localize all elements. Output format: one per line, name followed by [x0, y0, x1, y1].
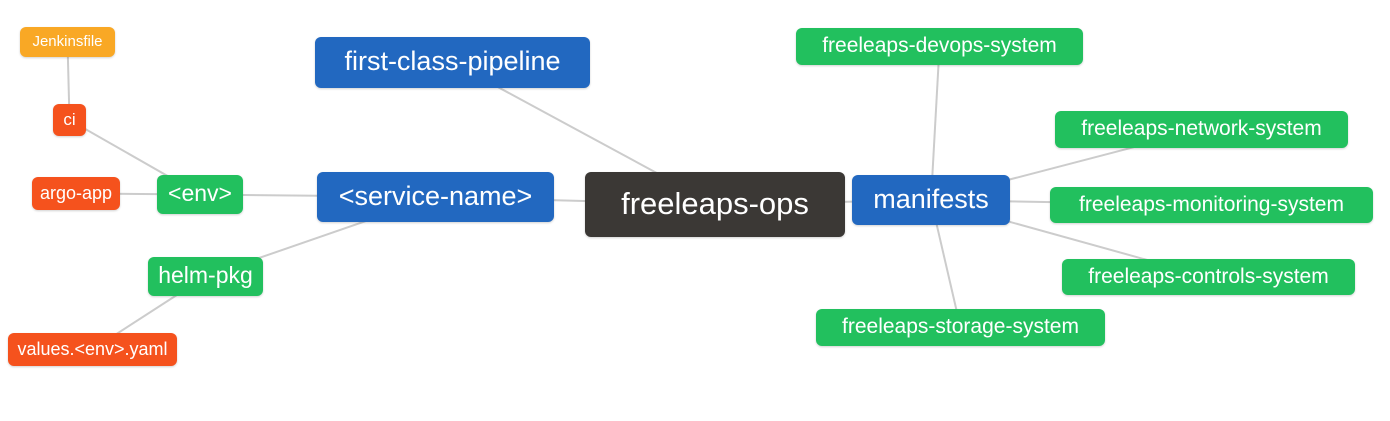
mindmap-node-ci[interactable]: ci [53, 104, 86, 136]
mindmap-node-label: freeleaps-ops [621, 186, 809, 221]
mindmap-node-label: freeleaps-controls-system [1088, 264, 1329, 288]
mindmap-node-label: values.<env>.yaml [17, 338, 168, 359]
mindmap-node-label: freeleaps-network-system [1081, 117, 1322, 140]
mindmap-node-freeleaps-ops[interactable]: freeleaps-ops [585, 172, 845, 237]
mindmap-node-argo-app[interactable]: argo-app [32, 177, 120, 210]
mindmap-node-network-system[interactable]: freeleaps-network-system [1055, 111, 1348, 148]
mindmap-node-storage-system[interactable]: freeleaps-storage-system [816, 309, 1105, 346]
mindmap-node-env[interactable]: <env> [157, 175, 243, 214]
mindmap-node-label: <env> [168, 180, 232, 206]
mindmap-node-label: freeleaps-devops-system [822, 34, 1057, 57]
mindmap-node-label: ci [63, 109, 76, 129]
mindmap-node-jenkinsfile[interactable]: Jenkinsfile [20, 27, 115, 57]
mindmap-node-label: manifests [873, 183, 989, 214]
mindmap-node-first-class-pipeline[interactable]: first-class-pipeline [315, 37, 590, 88]
mindmap-node-label: first-class-pipeline [344, 46, 561, 76]
mindmap-node-service-name[interactable]: <service-name> [317, 172, 554, 222]
mindmap-node-values-env-yaml[interactable]: values.<env>.yaml [8, 333, 177, 366]
mindmap-node-label: freeleaps-monitoring-system [1079, 192, 1344, 216]
mindmap-node-label: <service-name> [338, 180, 533, 211]
mindmap-node-label: freeleaps-storage-system [842, 315, 1079, 338]
mindmap-node-label: helm-pkg [158, 262, 253, 288]
mindmap-node-label: argo-app [39, 182, 113, 203]
mindmap-node-controls-system[interactable]: freeleaps-controls-system [1062, 259, 1355, 295]
mindmap-node-label: Jenkinsfile [32, 32, 103, 50]
mindmap-node-helm-pkg[interactable]: helm-pkg [148, 257, 263, 296]
mindmap-node-manifests[interactable]: manifests [852, 175, 1010, 225]
mindmap-node-monitoring-system[interactable]: freeleaps-monitoring-system [1050, 187, 1373, 223]
mindmap-node-devops-system[interactable]: freeleaps-devops-system [796, 28, 1083, 65]
edge-manifests-devops-system [930, 46, 941, 201]
